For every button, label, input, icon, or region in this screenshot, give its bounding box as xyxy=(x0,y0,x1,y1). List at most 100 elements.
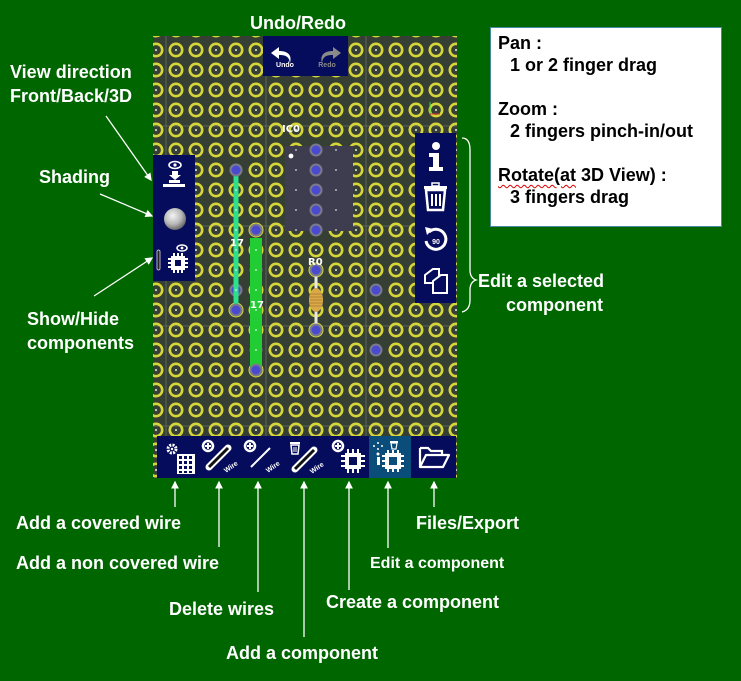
board-pad-hole xyxy=(294,308,298,312)
board-pad xyxy=(288,342,304,358)
board-pad xyxy=(208,362,224,378)
board-pad xyxy=(208,242,224,258)
board-pad-hole xyxy=(154,128,158,132)
board-pad xyxy=(348,242,364,258)
board-pad xyxy=(388,182,404,198)
add-covered-wire-button[interactable]: Wire xyxy=(197,436,242,478)
board-pad xyxy=(328,382,344,398)
board-pad-hole xyxy=(414,308,418,312)
wire-end-pad-center xyxy=(231,305,241,315)
board-pad xyxy=(268,122,284,138)
board-pad-hole xyxy=(274,388,278,392)
board-pad-hole xyxy=(434,128,438,132)
board-pad xyxy=(208,182,224,198)
board-pad xyxy=(268,382,284,398)
wire-end-pad-center xyxy=(231,165,241,175)
board-pad-hole xyxy=(214,428,218,432)
info-icon xyxy=(429,142,443,171)
board-pad xyxy=(228,42,244,58)
board-svg xyxy=(153,36,457,478)
board-pad-hole xyxy=(394,268,398,272)
board-pad-hole xyxy=(414,368,418,372)
add-non-covered-wire-button[interactable]: Wire xyxy=(239,436,284,478)
board-pad xyxy=(268,142,284,158)
perfboard-canvas[interactable] xyxy=(153,36,457,478)
board-pad-hole xyxy=(414,408,418,412)
board-pad xyxy=(208,382,224,398)
redo-button[interactable]: Redo xyxy=(307,36,347,76)
board-pad xyxy=(228,102,244,118)
files-export-button[interactable] xyxy=(411,436,456,478)
annotation-delete-wires: Delete wires xyxy=(169,599,275,619)
board-pad xyxy=(348,382,364,398)
board-pad-hole xyxy=(454,328,457,332)
board-pad xyxy=(348,102,364,118)
shading-button[interactable] xyxy=(153,199,195,237)
board-pad-hole xyxy=(194,68,198,72)
board-pad-hole xyxy=(214,388,218,392)
board-pad-hole xyxy=(294,408,298,412)
occupied-pad-center xyxy=(311,185,321,195)
help-pan-desc: 1 or 2 finger drag xyxy=(510,55,658,75)
board-pad-hole xyxy=(194,288,198,292)
board-pad-hole xyxy=(214,168,218,172)
board-pad-hole xyxy=(294,328,298,332)
edit-component-button[interactable] xyxy=(369,436,411,478)
view-direction-button[interactable] xyxy=(153,157,195,195)
board-pad xyxy=(208,322,224,338)
board-pad-hole xyxy=(394,228,398,232)
board-pad-hole xyxy=(194,128,198,132)
board-pad-hole xyxy=(174,108,178,112)
board-pad-hole xyxy=(274,188,278,192)
delete-wires-button[interactable]: Wire xyxy=(283,436,328,478)
show-hide-components-button[interactable] xyxy=(153,241,195,279)
info-button[interactable] xyxy=(415,137,456,177)
board-pad xyxy=(208,62,224,78)
board-pad xyxy=(348,42,364,58)
board-pad-hole xyxy=(414,348,418,352)
board-pad xyxy=(208,202,224,218)
wire1-label: 17 xyxy=(230,238,244,249)
board-pad xyxy=(168,322,184,338)
board-pad-hole xyxy=(194,108,198,112)
delete-component-button[interactable] xyxy=(415,178,456,218)
board-pad xyxy=(328,362,344,378)
board-pad xyxy=(228,82,244,98)
board-pad xyxy=(348,282,364,298)
board-pad-hole xyxy=(394,128,398,132)
duplicate-button[interactable] xyxy=(415,261,456,301)
annotation-add-component: Add a component xyxy=(226,643,378,663)
board-pad-hole xyxy=(214,248,218,252)
add-component-button[interactable] xyxy=(327,436,372,478)
board-pad-hole xyxy=(334,348,338,352)
board-pad-hole xyxy=(274,428,278,432)
board-pad xyxy=(228,382,244,398)
board-settings-button[interactable] xyxy=(157,436,202,478)
board-pad-hole xyxy=(354,68,358,72)
board-pad xyxy=(348,302,364,318)
board-pad-hole xyxy=(394,408,398,412)
board-pad-hole xyxy=(214,288,218,292)
board-pad xyxy=(268,302,284,318)
board-pad-hole xyxy=(174,328,178,332)
board-pad-hole xyxy=(194,348,198,352)
board-pad-hole xyxy=(254,148,258,152)
board-pad xyxy=(348,122,364,138)
board-pad xyxy=(168,402,184,418)
board-pad-hole xyxy=(374,228,378,232)
board-pad xyxy=(368,182,384,198)
ic0-dot xyxy=(295,189,297,191)
undo-button[interactable]: Undo xyxy=(265,36,305,76)
board-pad-hole xyxy=(274,368,278,372)
board-pad xyxy=(448,122,457,138)
board-pad-hole xyxy=(354,228,358,232)
board-pad-hole xyxy=(314,428,318,432)
board-pad-hole xyxy=(334,88,338,92)
annotation-edit-selected-2: component xyxy=(506,295,603,315)
wire-2-dot xyxy=(255,329,257,331)
rotate-90-button[interactable]: 90 xyxy=(415,219,456,259)
board-pad-hole xyxy=(194,268,198,272)
board-pad-hole xyxy=(394,368,398,372)
board-pad-hole xyxy=(214,308,218,312)
board-pad-hole xyxy=(374,328,378,332)
